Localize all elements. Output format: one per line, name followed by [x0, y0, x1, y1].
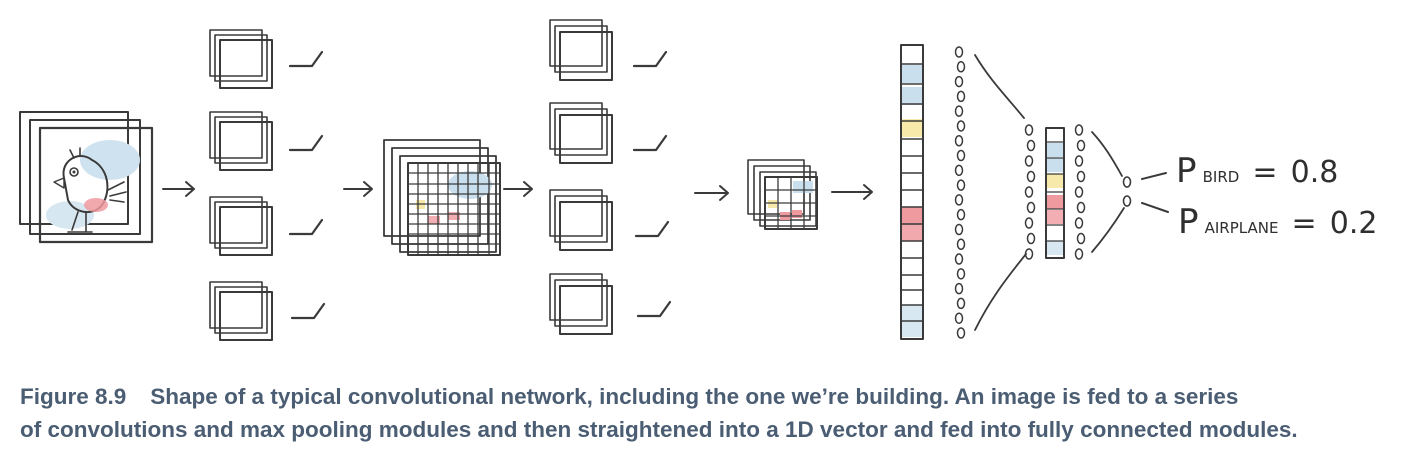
conv-kernel-icon [549, 189, 613, 251]
arrow-icon [831, 184, 873, 200]
neuron-node [954, 46, 964, 58]
arrow-icon [503, 181, 533, 197]
prob-airplane-symbol: P [1178, 202, 1199, 242]
flatten-vector-icon [900, 44, 924, 340]
neuron-node [954, 312, 964, 324]
activation-icon [632, 50, 668, 68]
neuron-node [1076, 139, 1086, 152]
neuron-node [956, 90, 966, 103]
neuron-node [956, 268, 966, 280]
output-node-icon [1122, 176, 1132, 207]
neuron-node [954, 223, 964, 236]
neuron-node [1076, 170, 1086, 183]
neuron-node [954, 134, 964, 147]
neuron-node [1024, 217, 1034, 229]
neuron-node [954, 282, 964, 295]
neuron-node [1024, 186, 1034, 198]
neuron-node [956, 297, 966, 310]
prob-airplane-value: 0.2 [1330, 206, 1378, 241]
prob-airplane-subscript: AIRPLANE [1205, 219, 1279, 237]
bird-icon [53, 147, 127, 233]
prob-bird-value: 0.8 [1291, 155, 1339, 190]
neuron-node [1076, 232, 1086, 245]
prob-bird-label: P BIRD = 0.8 [1176, 151, 1338, 191]
neuron-node [956, 238, 966, 251]
prob-bird-subscript: BIRD [1203, 168, 1240, 186]
caption-text-1: Shape of a typical convolutional network… [150, 384, 1239, 409]
figure-number: Figure 8.9 [20, 384, 127, 409]
feature-map-icon [383, 139, 501, 256]
conv-layer-1 [209, 29, 326, 341]
prob-airplane-equals: = [1292, 206, 1317, 241]
arrow-icon [694, 185, 729, 201]
neuron-node [956, 149, 966, 162]
neuron-node [1026, 170, 1036, 183]
caption-line-1: Figure 8.9 Shape of a typical convolution… [20, 380, 1420, 413]
conv-kernel-icon [209, 281, 273, 341]
neuron-node [1024, 124, 1034, 136]
neuron-node [954, 75, 964, 88]
neuron-node [954, 105, 964, 117]
neuron-node [1026, 232, 1036, 245]
neuron-node [956, 179, 966, 191]
feature-map-icon [747, 159, 818, 230]
activation-icon [288, 50, 324, 68]
conv-kernel-icon [209, 196, 273, 256]
prob-airplane-label: P AIRPLANE = 0.2 [1178, 202, 1377, 242]
activation-icon [290, 302, 326, 320]
figure-caption: Figure 8.9 Shape of a typical convolution… [20, 380, 1420, 446]
arrow-icon [162, 181, 195, 197]
neuron-node [1074, 186, 1084, 198]
prob-bird-symbol: P [1176, 151, 1197, 191]
prob-bird-equals: = [1252, 155, 1277, 190]
activation-icon [636, 300, 672, 318]
neuron-node [1074, 155, 1084, 167]
neuron-node [1024, 155, 1034, 167]
caption-line-2: of convolutions and max pooling modules … [20, 417, 1298, 442]
cnn-diagram: P BIRD = 0.8 P AIRPLANE = 0.2 [19, 19, 1377, 341]
neuron-node [954, 194, 964, 206]
arrow-icon [343, 181, 373, 197]
neuron-node [1074, 124, 1084, 136]
activation-icon [634, 220, 670, 238]
activation-icon [632, 134, 668, 152]
neuron-node [956, 327, 966, 339]
neuron-node [1026, 139, 1036, 152]
neuron-node [956, 120, 966, 132]
neuron-column-icon [1074, 124, 1086, 260]
conv-kernel-icon [549, 102, 613, 164]
neuron-column-icon [1024, 124, 1036, 260]
neuron-node [956, 61, 966, 73]
neuron-node [954, 253, 964, 265]
hidden-vector-icon [1045, 127, 1065, 259]
conv-kernel-icon [549, 19, 613, 81]
conv-layer-2 [549, 19, 672, 335]
conv-kernel-icon [209, 29, 273, 89]
neuron-node [1026, 201, 1036, 214]
activation-icon [288, 134, 324, 152]
neuron-node [954, 164, 964, 177]
conv-kernel-icon [209, 111, 273, 171]
input-image-icon [19, 111, 154, 244]
neuron-node [1024, 248, 1034, 260]
neuron-node [1074, 248, 1084, 260]
neuron-column-icon [954, 46, 966, 339]
activation-icon [288, 218, 324, 236]
neuron-node [1076, 201, 1086, 214]
neuron-node [1074, 217, 1084, 229]
neuron-node [956, 208, 966, 221]
conv-kernel-icon [549, 273, 613, 335]
